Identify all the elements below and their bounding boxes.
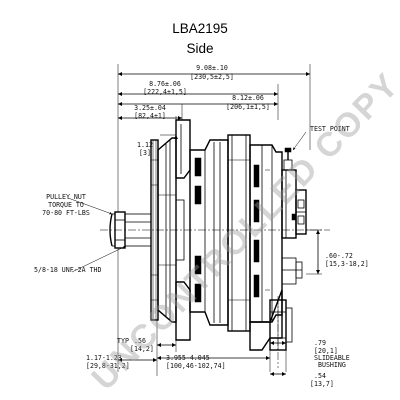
front-mount-ear (175, 119, 191, 341)
dim-mount-rear-mm: [206,1±1,5] (226, 103, 270, 111)
dim-term-offset-in: .60-.72 (325, 252, 353, 260)
alternator-side-view (100, 119, 330, 368)
dim-bushing-width-in: .79 (314, 339, 326, 347)
callout-pulley-nut-3: 70-80 FT-LBS (42, 209, 90, 217)
dim-bushing-width-mm: [20,1] (314, 347, 338, 355)
dimension-lines (117, 64, 322, 376)
watermark-text: UNCONTROLLED COPY (84, 65, 400, 397)
dim-body-length-in: 3.955-4.045 (166, 354, 210, 362)
callout-shaft-thread: 5/8-18 UNF-2A THD (34, 266, 102, 274)
dim-bushing-hole-in: .54 (314, 372, 326, 380)
dim-fan-height-in: 1.12 (137, 141, 153, 149)
dim-hub-depth-mm: [14,2] (130, 345, 154, 353)
callout-labels: TEST POINT PULLEY NUT TORQUE TO 70-80 FT… (34, 125, 350, 274)
rear-terminal-cluster (281, 147, 307, 285)
dim-term-offset-mm: [15,3-18,2] (325, 260, 369, 268)
dim-mount-rear-in: 8.12±.06 (232, 94, 264, 102)
callout-pulley-nut-2: TORQUE TO (48, 201, 84, 209)
dim-pulley-hub-in: 1.17-1.23 (86, 354, 122, 362)
drawing-title: LBA2195 (172, 21, 228, 36)
leader-lines (67, 131, 307, 273)
callout-pulley-nut-1: PULLEY NUT (46, 193, 86, 201)
dim-pulley-fan-mm: [82,4±1] (134, 112, 166, 120)
drawing-subtitle: Side (186, 41, 213, 56)
dim-mount-front-in: 8.76±.06 (149, 80, 181, 88)
rear-mount-foot (249, 289, 293, 368)
dim-mount-front-mm: [222,4±1,5] (143, 88, 187, 96)
dim-hub-depth-prefix: TYP (117, 337, 129, 345)
cooling-fan (157, 137, 185, 323)
dim-overall-mm: [230,5±2,5] (190, 73, 234, 81)
pulley-nut (109, 205, 126, 249)
dimension-labels: 9.08±.10 [230,5±2,5] 8.76±.06 [222,4±1,5… (86, 64, 369, 388)
note-slideable: SLIDEABLE (314, 354, 350, 362)
dim-pulley-hub-mm: [29,8-31,2] (86, 362, 130, 370)
dim-pulley-fan-in: 3.25±.04 (134, 104, 166, 112)
dim-hub-depth-in: .56 (134, 337, 146, 345)
note-bushing: BUSHING (318, 361, 346, 369)
dim-overall-in: 9.08±.10 (196, 64, 228, 72)
dim-bushing-hole-mm: [13,7] (310, 380, 334, 388)
callout-test-point: TEST POINT (310, 125, 350, 133)
dim-fan-height-mm: [3] (139, 149, 151, 157)
dim-body-length-mm: [100,46-102,74] (166, 362, 226, 370)
